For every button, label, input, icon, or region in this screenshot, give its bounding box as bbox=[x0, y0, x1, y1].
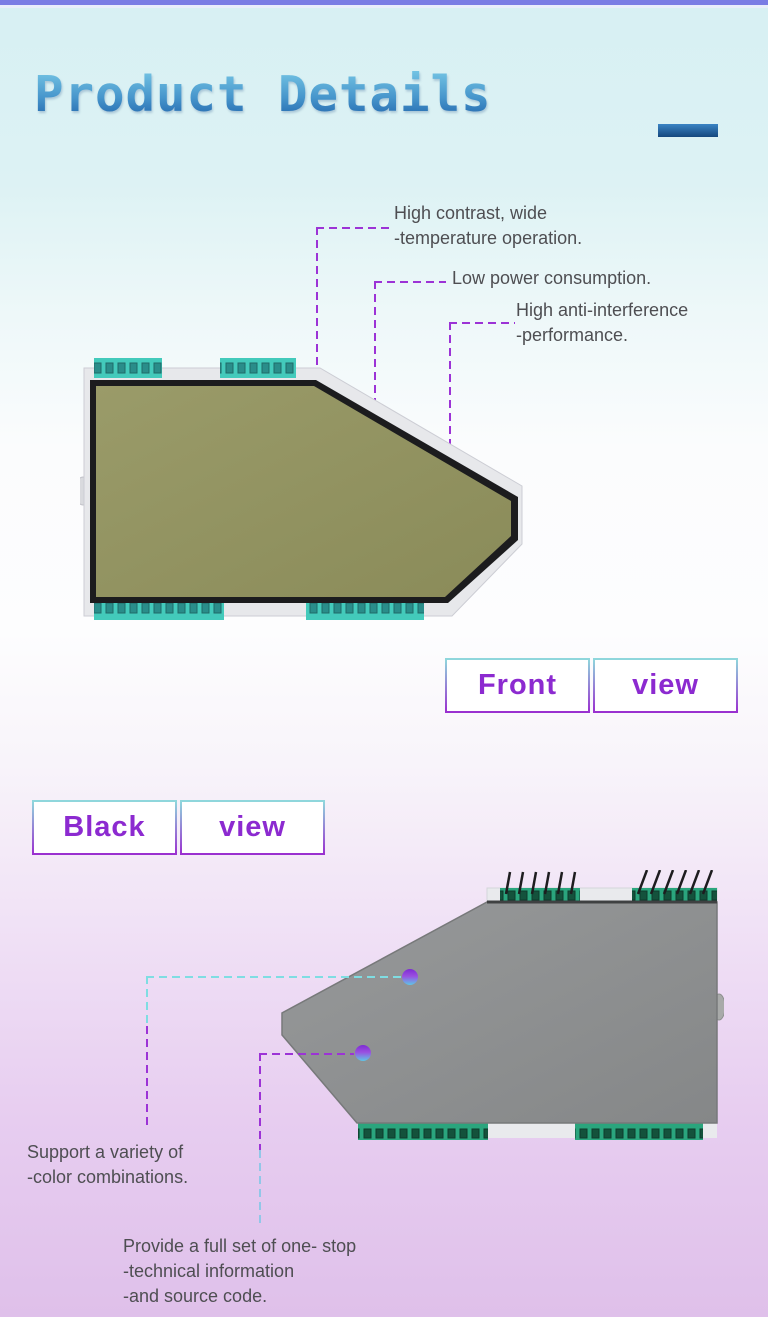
callout-line: -and source code. bbox=[123, 1286, 268, 1306]
leader-line-4-v bbox=[146, 976, 148, 1026]
callout-line: High anti-interference bbox=[516, 300, 689, 320]
page-title: Product Details bbox=[34, 66, 492, 123]
top-accent-bar-glow bbox=[0, 5, 768, 8]
leader-line-4-h bbox=[146, 976, 402, 978]
connector-strip-top-left bbox=[500, 888, 580, 902]
connector-strip-bottom-left bbox=[94, 600, 224, 620]
leader-line-1-h bbox=[316, 227, 390, 229]
connector-strip-bottom-right bbox=[575, 1123, 703, 1140]
leader-line-5-h bbox=[259, 1053, 354, 1055]
callout-line: -technical information bbox=[123, 1261, 295, 1281]
black-view-label: Black view bbox=[32, 800, 325, 855]
header-pins-left bbox=[504, 871, 577, 895]
top-accent-bar bbox=[0, 0, 768, 5]
callout-line: -performance. bbox=[516, 325, 629, 345]
callout-dot-icon bbox=[402, 969, 418, 985]
callout-dot-icon bbox=[355, 1045, 371, 1061]
leader-line-3-h bbox=[449, 322, 515, 324]
header-pins-right bbox=[636, 870, 714, 895]
front-view-label-right: view bbox=[593, 658, 738, 713]
callout-line: Support a variety of bbox=[27, 1142, 184, 1162]
leader-line-3-v bbox=[449, 322, 451, 456]
leader-line-1-v bbox=[316, 227, 318, 379]
connector-strip-bottom-right bbox=[306, 600, 424, 620]
lcd-front-photo bbox=[80, 358, 523, 620]
connector-strip-top-left bbox=[94, 358, 162, 378]
callout-color-combinations: Support a variety of -color combinations… bbox=[27, 1140, 188, 1190]
callout-line: Provide a full set of one- stop bbox=[123, 1236, 357, 1256]
front-view-label-left: Front bbox=[445, 658, 590, 713]
leader-line-2-h bbox=[374, 281, 446, 283]
leader-line-4-v2 bbox=[146, 1026, 148, 1130]
leader-line-5-v bbox=[259, 1053, 261, 1150]
callout-line: Low power consumption. bbox=[452, 268, 652, 288]
callout-line: -temperature operation. bbox=[394, 228, 583, 248]
black-view-label-left: Black bbox=[32, 800, 177, 855]
connector-strip-bottom-left bbox=[358, 1123, 488, 1140]
lcd-black-photo bbox=[281, 870, 724, 1140]
callout-anti-interference: High anti-interference -performance. bbox=[516, 298, 688, 348]
lcd-glass-gray bbox=[281, 901, 718, 1124]
leader-line-5-v2 bbox=[259, 1150, 261, 1227]
title-underline-dash bbox=[658, 124, 718, 137]
lcd-glass-olive bbox=[96, 386, 511, 597]
connector-strip-top-right bbox=[220, 358, 296, 378]
front-view-label: Front view bbox=[445, 658, 738, 713]
callout-line: -color combinations. bbox=[27, 1167, 189, 1187]
callout-line: High contrast, wide bbox=[394, 203, 548, 223]
callout-low-power: Low power consumption. bbox=[452, 266, 651, 291]
black-view-label-right: view bbox=[180, 800, 325, 855]
callout-one-stop: Provide a full set of one- stop -technic… bbox=[123, 1234, 356, 1309]
callout-high-contrast: High contrast, wide -temperature operati… bbox=[394, 201, 582, 251]
leader-line-2-v bbox=[374, 281, 376, 413]
